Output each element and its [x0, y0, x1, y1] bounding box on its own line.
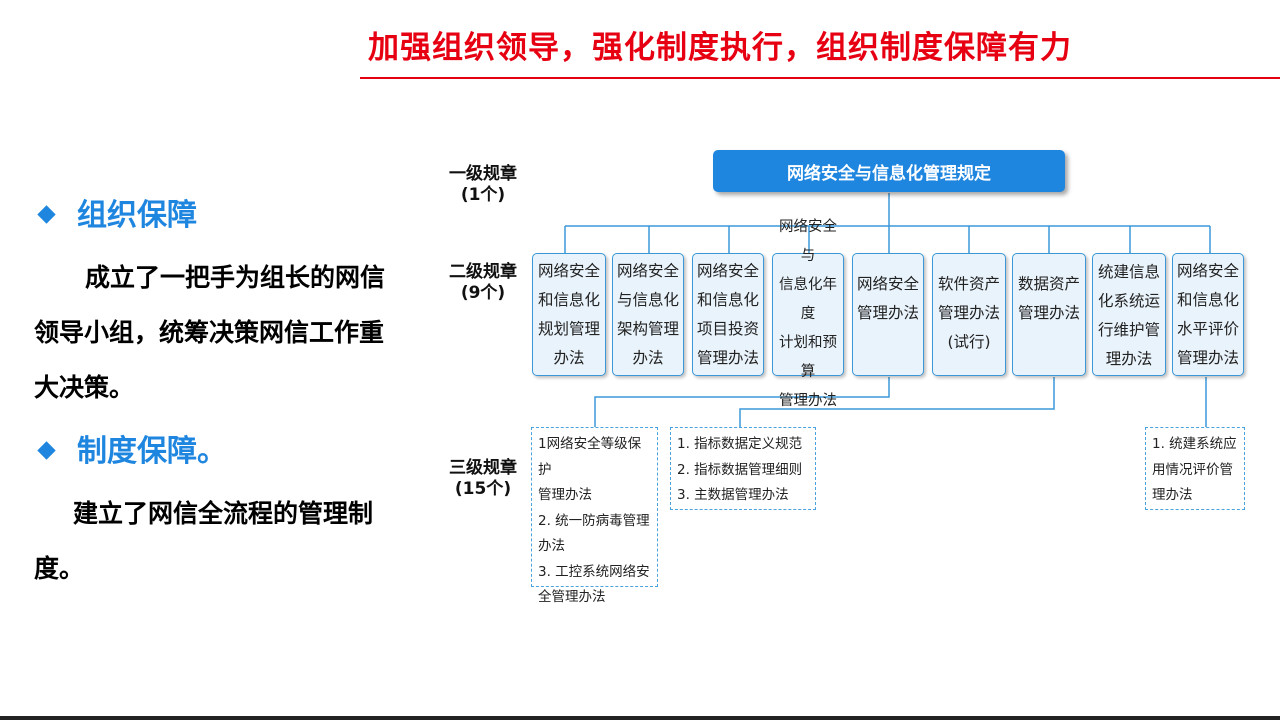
- section-policy-body: 建立了网信全流程的管理制度。: [34, 499, 374, 583]
- l2-node-security: 网络安全管理办法: [852, 253, 924, 376]
- l2-node-text: 网络安全和信息化项目投资管理办法: [696, 261, 759, 367]
- l2-node-software-assets: 软件资产管理办法(试行): [932, 253, 1006, 376]
- level3-label-line1: 三级规章: [449, 458, 517, 478]
- l2-node-operations: 统建信息化系统运行维护管理办法: [1092, 253, 1166, 376]
- top-regulation-node: 网络安全与信息化管理规定: [713, 150, 1065, 192]
- section-policy-heading-text: 制度保障。: [77, 434, 227, 469]
- connector-data-to-l3: [739, 377, 1055, 427]
- level2-label-line2: (9个): [460, 283, 506, 303]
- l2-node-budget: 网络安全与信息化年度计划和预算管理办法: [772, 219, 844, 409]
- slide-title: 加强组织领导，强化制度执行，组织制度保障有力: [368, 30, 1072, 66]
- level2-label-line1: 二级规章: [449, 262, 517, 282]
- title-underline: [360, 77, 1280, 79]
- section-org-heading-text: 组织保障: [77, 198, 197, 233]
- l2-node-evaluation: 网络安全和信息化水平评价管理办法: [1172, 253, 1244, 376]
- level1-label-line2: (1个): [460, 185, 506, 205]
- level1-label-line1: 一级规章: [449, 164, 517, 184]
- l3-group-data: 1. 指标数据定义规范 2. 指标数据管理细则 3. 主数据管理办法: [670, 427, 816, 510]
- l2-node-text: 网络安全与信息化年度计划和预算管理办法: [779, 219, 837, 409]
- connector-security-to-l3: [594, 377, 890, 427]
- section-org-heading: 组织保障: [34, 190, 197, 234]
- l3-group-evaluation: 1. 统建系统应 用情况评价管 理办法: [1145, 427, 1245, 510]
- l2-node-text: 网络安全管理办法: [856, 275, 919, 322]
- level2-label: 二级规章 (9个): [449, 262, 517, 304]
- level3-label: 三级规章 (15个): [449, 458, 517, 500]
- l2-node-text: 网络安全和信息化规划管理办法: [537, 261, 600, 367]
- l2-node-text: 网络安全和信息化水平评价管理办法: [1176, 261, 1239, 367]
- l3-group-security: 1网络安全等级保护 管理办法 2. 统一防病毒管理 办法 3. 工控系统网络安 …: [531, 427, 658, 605]
- l2-node-investment: 网络安全和信息化项目投资管理办法: [692, 253, 764, 376]
- level1-label: 一级规章 (1个): [449, 164, 517, 206]
- section-policy-heading: 制度保障。: [34, 426, 227, 470]
- level3-label-line2: (15个): [454, 479, 512, 499]
- l2-node-planning: 网络安全和信息化规划管理办法: [532, 253, 606, 376]
- l2-node-text: 统建信息化系统运行维护管理办法: [1097, 263, 1160, 368]
- l2-node-text: 软件资产管理办法(试行): [937, 275, 1000, 351]
- l2-node-text: 网络安全与信息化架构管理办法: [616, 261, 679, 367]
- l2-node-data-assets: 数据资产管理办法: [1012, 253, 1086, 376]
- bottom-border: [0, 716, 1280, 720]
- l2-node-text: 数据资产管理办法: [1017, 275, 1080, 322]
- l2-node-architecture: 网络安全与信息化架构管理办法: [612, 253, 684, 376]
- section-org-body: 成立了一把手为组长的网信领导小组，统筹决策网信工作重大决策。: [34, 263, 386, 402]
